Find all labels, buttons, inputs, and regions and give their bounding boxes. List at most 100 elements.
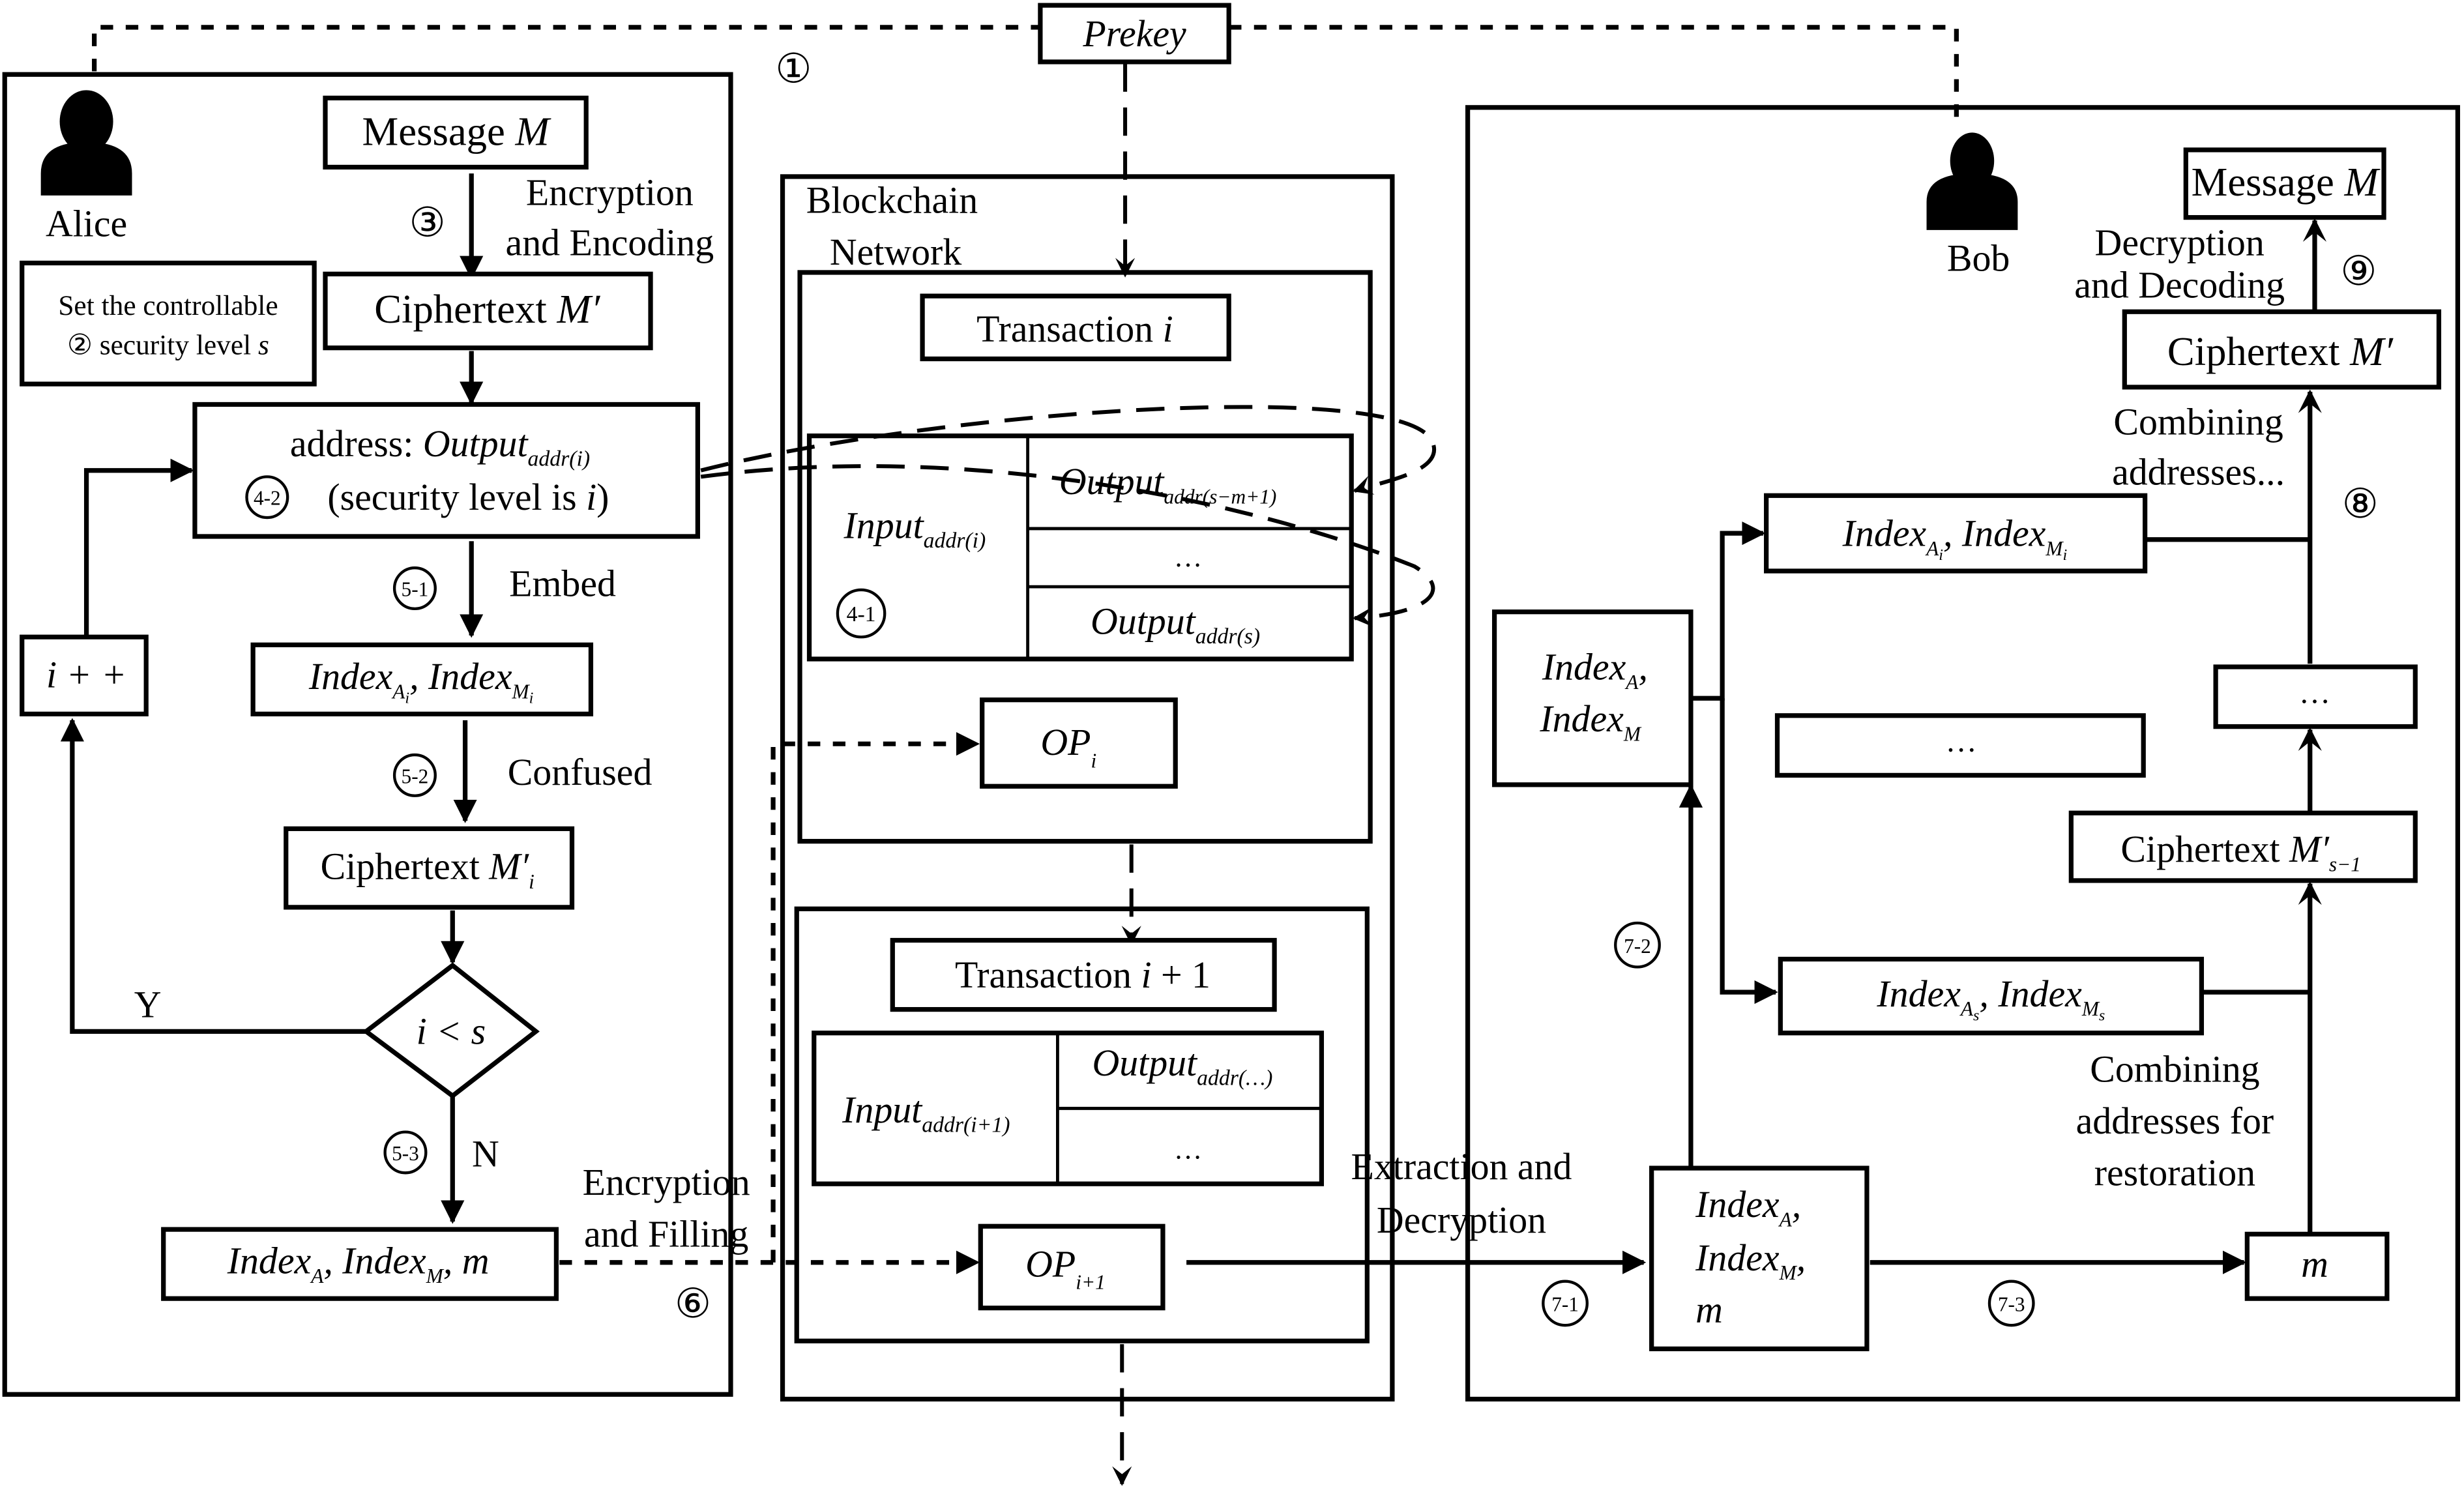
bob-index-i-text: IndexAi, IndexMi xyxy=(1842,512,2068,564)
bob-ciphertext-s1-text: Ciphertext M′s−1 xyxy=(2120,828,2360,875)
prekey-connector xyxy=(92,25,1959,278)
alice-ciphertext-i-box xyxy=(284,826,575,910)
prekey-label: Prekey xyxy=(1082,12,1186,55)
bob-ciphertext-box xyxy=(2122,309,2442,390)
step-5-2-marker: 5-2 xyxy=(402,765,429,787)
confused-label: Confused xyxy=(508,751,653,793)
op-i-text: OPi xyxy=(1040,721,1096,772)
alice-ciphertext-text: Ciphertext M′ xyxy=(374,286,600,332)
transaction-i-text: Transaction i xyxy=(976,308,1173,350)
bob-index-m: IndexM xyxy=(1539,697,1641,745)
increment-box xyxy=(20,634,149,716)
restore-label-1: Combining xyxy=(2090,1047,2259,1090)
bob-ciphertext-s1-box xyxy=(2068,810,2418,883)
bob-ellipsis-box xyxy=(1774,713,2146,778)
bob-index-s-box xyxy=(1778,956,2205,1036)
blockchain-title-2: Network xyxy=(830,231,961,273)
decrypt-label-1: Decryption xyxy=(2095,221,2265,263)
alice-message-box xyxy=(323,95,589,170)
prekey-box: Prekey xyxy=(1038,3,1231,65)
bob-ciphertext-text: Ciphertext M′ xyxy=(2167,329,2394,374)
tx-next-output-1: … xyxy=(1174,1134,1202,1165)
decision-text: i < s xyxy=(417,1010,486,1053)
combine-label-2: addresses... xyxy=(2112,450,2285,493)
address-line1: address: Outputaddr(i) xyxy=(290,422,590,471)
alice-final-index-box xyxy=(161,1227,559,1301)
security-level-box xyxy=(20,260,317,387)
step-6-marker: ⑥ xyxy=(675,1281,711,1326)
encryption-label-2: and Encoding xyxy=(506,221,714,263)
step-3-marker: ③ xyxy=(409,200,446,246)
step-4-1-marker: 4-1 xyxy=(847,602,876,626)
tx-i-table xyxy=(806,433,1354,662)
step-5-1-marker: 5-1 xyxy=(402,578,429,601)
step-1-marker: ① xyxy=(775,46,812,91)
bob-avatar-icon xyxy=(1926,132,2018,230)
bob-panel: Bob Message M Decryption and Decoding ⑨ … xyxy=(1465,105,2460,1402)
bob-index-amm-tail: m xyxy=(1695,1288,1723,1330)
extract-label-1: Extraction and xyxy=(1351,1145,1572,1188)
alice-message-text: Message M xyxy=(362,109,552,154)
bob-ellipsis-right-text: … xyxy=(2299,676,2330,710)
alice-panel: Alice Message M ③ Encryption and Encodin… xyxy=(2,72,733,1397)
blockchain-panel: Blockchain Network Transaction i Inputad… xyxy=(780,174,1395,1486)
bob-index-i-box xyxy=(1764,493,2148,574)
step-7-3-marker: 7-3 xyxy=(1998,1293,2025,1315)
op-i-box xyxy=(980,697,1178,789)
alice-ciphertext-i-text: Ciphertext M′i xyxy=(321,845,535,893)
op-next-text: OPi+1 xyxy=(1025,1242,1106,1293)
increment-text: i + + xyxy=(46,653,126,696)
bob-index-amm-box xyxy=(1649,1165,1870,1351)
bob-m-text: m xyxy=(2301,1242,2328,1285)
alice-final-index-text: IndexA, IndexM, m xyxy=(227,1240,490,1287)
tx-next-output-0: Outputaddr(…) xyxy=(1092,1042,1272,1090)
tx-i-output-1: … xyxy=(1174,542,1202,573)
tx-i-output-2: Outputaddr(s) xyxy=(1091,600,1260,648)
fill-label-1: Encryption xyxy=(583,1161,750,1203)
transaction-i-block xyxy=(797,270,1373,844)
address-link-curves xyxy=(700,405,1437,627)
embed-label: Embed xyxy=(509,563,616,605)
tx-i-input: Inputaddr(i) xyxy=(843,504,986,552)
transaction-i-box xyxy=(920,293,1231,362)
fill-label-2: and Filling xyxy=(584,1213,748,1255)
bob-message-text: Message M xyxy=(2192,159,2381,205)
alice-avatar-icon xyxy=(40,90,132,196)
bob-index-amm-a: IndexA, xyxy=(1695,1183,1801,1231)
tx-next-input: Inputaddr(i+1) xyxy=(842,1089,1010,1137)
decrypt-label-2: and Decoding xyxy=(2074,264,2285,306)
security-box-line2: ② security level s xyxy=(67,329,269,360)
bob-index-amm-m: IndexM, xyxy=(1695,1237,1806,1284)
restore-label-3: restoration xyxy=(2094,1152,2255,1194)
alice-name: Alice xyxy=(46,203,127,245)
tx-i-output-0: Outputaddr(s−m+1) xyxy=(1059,460,1277,508)
bob-message-box xyxy=(2183,147,2386,220)
restore-label-2: addresses for xyxy=(2076,1100,2274,1142)
extract-label-2: Decryption xyxy=(1377,1199,1546,1241)
step-9-marker: ⑨ xyxy=(2340,248,2377,294)
encryption-label-1: Encryption xyxy=(526,171,694,213)
alice-ciphertext-box xyxy=(323,271,653,351)
address-line2: (security level is i) xyxy=(327,476,609,518)
alice-index-i-box xyxy=(250,642,594,716)
bob-index-s-text: IndexAs, IndexMs xyxy=(1876,973,2105,1025)
bob-index-am-box xyxy=(1491,609,1694,787)
bob-ellipsis-right-box xyxy=(2213,664,2418,729)
transaction-next-block xyxy=(794,906,1370,1343)
no-label: N xyxy=(472,1133,499,1175)
bob-m-box xyxy=(2244,1231,2390,1301)
step-5-3-marker: 5-3 xyxy=(392,1142,419,1165)
blockchain-title-1: Blockchain xyxy=(806,179,978,221)
transaction-next-text: Transaction i + 1 xyxy=(955,954,1210,996)
yes-label: Y xyxy=(134,984,162,1026)
op-next-box xyxy=(978,1223,1166,1311)
security-box-line1: Set the controllable xyxy=(58,290,278,321)
combine-label-1: Combining xyxy=(2113,400,2283,443)
transaction-next-box xyxy=(890,937,1277,1012)
bob-name: Bob xyxy=(1947,237,2010,280)
step-7-2-marker: 7-2 xyxy=(1624,935,1651,958)
step-8-marker: ⑧ xyxy=(2342,481,2379,527)
step-7-1-marker: 7-1 xyxy=(1551,1293,1579,1315)
step-4-2-marker: 4-2 xyxy=(254,487,281,510)
